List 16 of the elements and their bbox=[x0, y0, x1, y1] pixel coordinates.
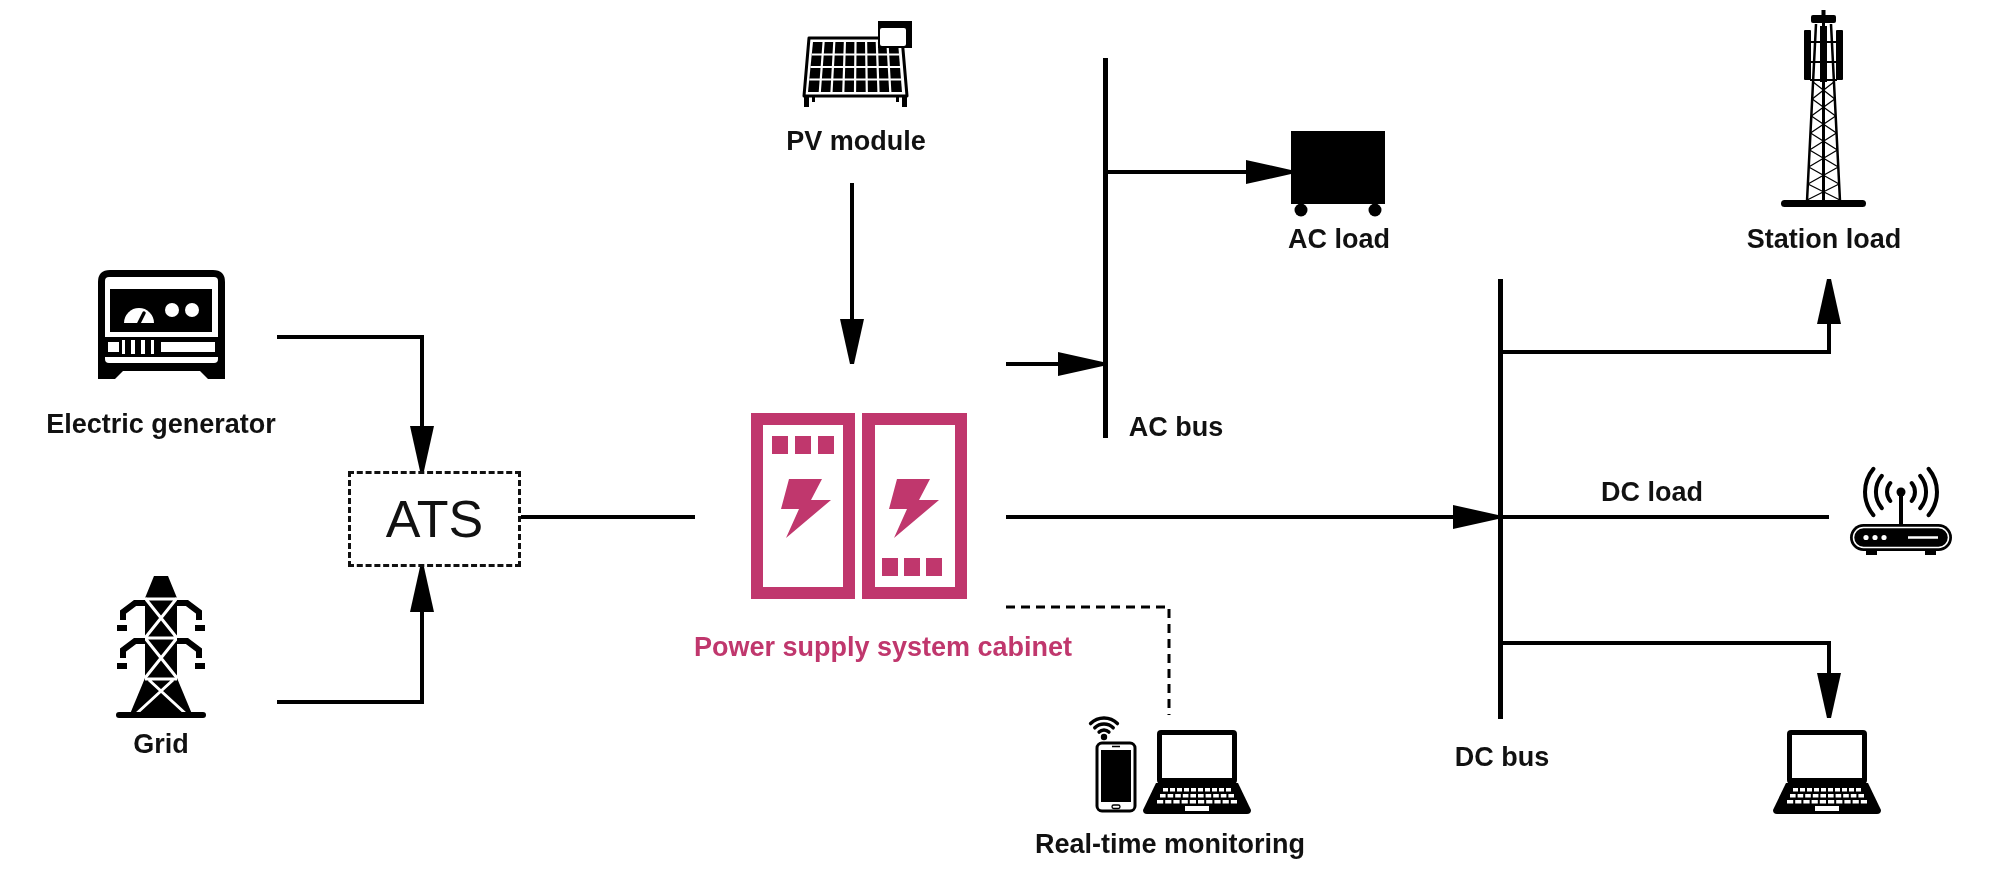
load-cabinet bbox=[1291, 131, 1385, 204]
connector-line bbox=[1503, 515, 1829, 519]
node-caption: AC bus bbox=[1128, 411, 1224, 443]
node-caption: Power supply system cabinet bbox=[693, 631, 1073, 663]
connector-line bbox=[521, 515, 695, 519]
dashed-line bbox=[1006, 605, 1171, 715]
node-caption: PV module bbox=[786, 125, 926, 157]
node-caption: Grid bbox=[133, 728, 189, 760]
node-caption: Electric generator bbox=[46, 408, 276, 440]
node-caption: AC load bbox=[1288, 223, 1390, 255]
node-caption: Real-time monitoring bbox=[1035, 828, 1305, 860]
node-caption: Station load bbox=[1746, 223, 1902, 255]
bus-bar bbox=[1498, 279, 1503, 719]
process-box: ATS bbox=[348, 471, 521, 567]
bus-bar bbox=[1103, 58, 1108, 438]
node-caption: DC bus bbox=[1454, 741, 1550, 773]
